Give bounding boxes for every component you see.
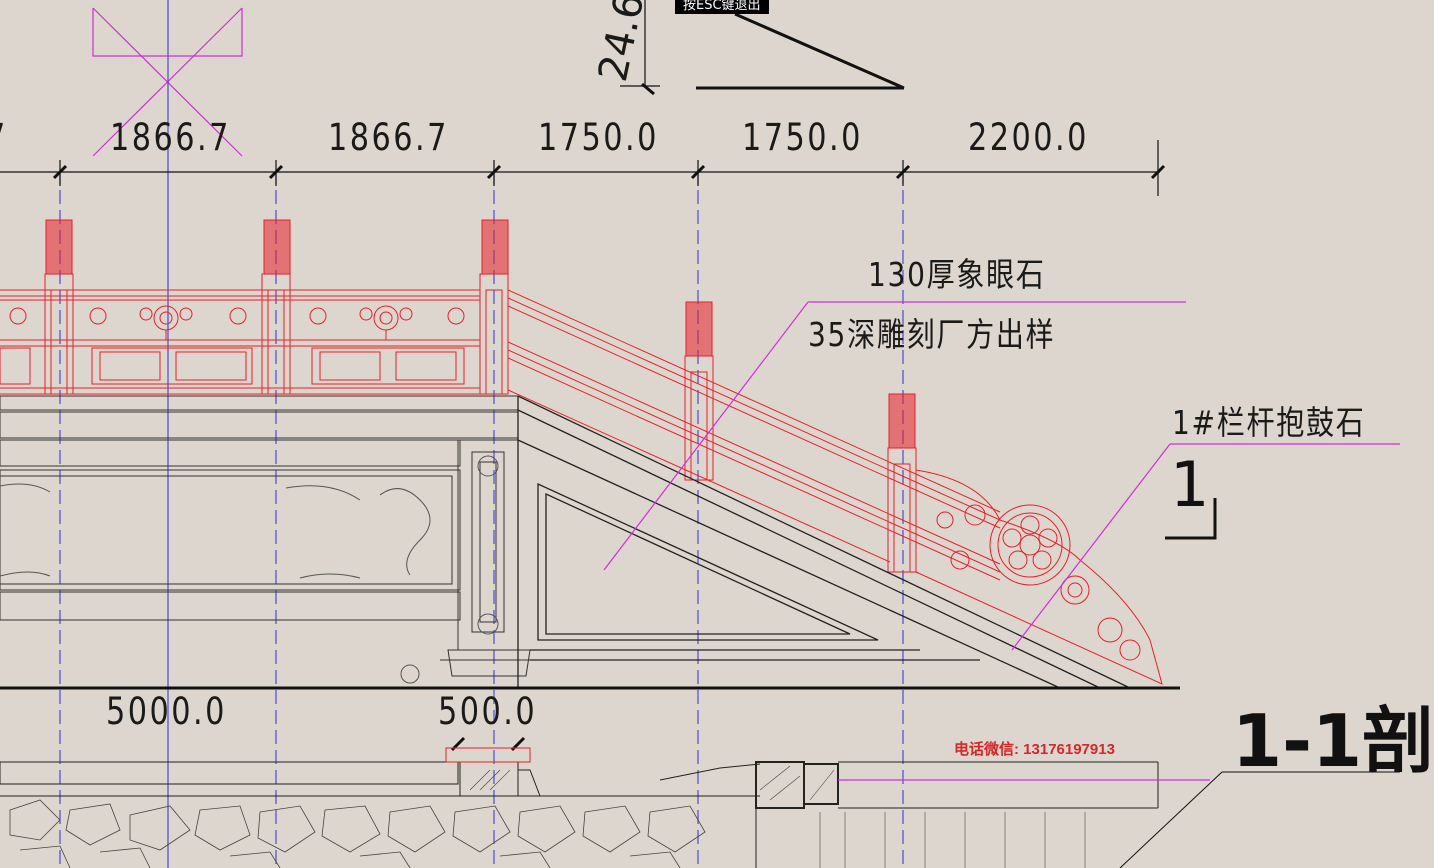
dim-1: 1866.7 <box>110 116 231 159</box>
dim-5: 2200.0 <box>968 116 1089 159</box>
bottom-dim-1: 5000.0 <box>106 690 227 733</box>
sloped-railing <box>507 289 1001 581</box>
foundation-hatch <box>469 765 1086 868</box>
section-slope <box>1119 771 1400 868</box>
drum-stone-note: 1#栏杆抱鼓石 <box>1172 403 1366 442</box>
sloped-stone <box>517 395 1131 689</box>
post-caps <box>45 219 916 449</box>
section-marker: 1 <box>1170 448 1210 521</box>
top-dimension-line <box>0 140 1166 196</box>
drum-stone <box>915 469 1163 685</box>
cad-drawing-canvas <box>0 0 1400 868</box>
bottom-dim-2: 500.0 <box>438 690 538 733</box>
stone-body <box>0 395 540 684</box>
dim-2: 1866.7 <box>328 116 449 159</box>
section-marker-bracket <box>1165 498 1217 540</box>
dim-partial: 7 <box>0 116 8 159</box>
section-title: 1-1剖 <box>1232 699 1434 783</box>
thickness-note: 130厚象眼石 <box>868 255 1046 294</box>
rubble-pattern <box>9 799 706 868</box>
scroll-pattern <box>0 455 499 684</box>
flat-railing <box>0 219 916 449</box>
foundation <box>0 747 1159 868</box>
railing-ornaments <box>9 305 465 340</box>
dim-4: 1750.0 <box>742 116 863 159</box>
axis-lines <box>59 0 904 868</box>
contact-info: 电话微信: 13176197913 <box>954 741 1115 758</box>
dim-3: 1750.0 <box>538 116 659 159</box>
leader-lines <box>603 301 1400 781</box>
top-triangle <box>620 0 905 96</box>
esc-hint-tooltip: 按ESC键退出 <box>675 0 769 14</box>
carving-note: 35深雕刻厂方出样 <box>808 315 1056 354</box>
